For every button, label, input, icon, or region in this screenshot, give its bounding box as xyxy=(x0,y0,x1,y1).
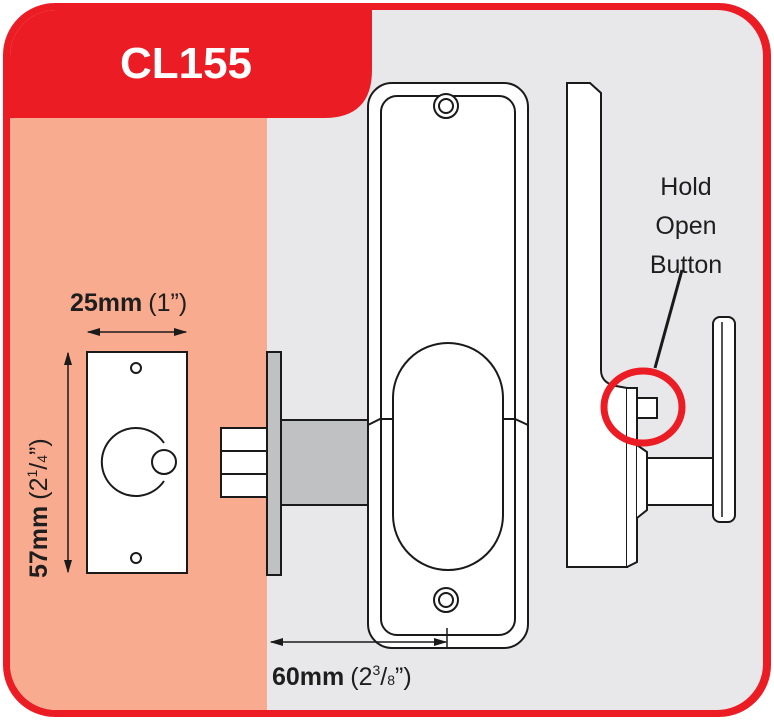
handle-stem xyxy=(646,457,715,506)
callout-line-1: Hold xyxy=(660,173,711,201)
hold-open-button xyxy=(636,397,658,419)
title-tab xyxy=(10,10,372,118)
rose-plate xyxy=(266,351,282,576)
width-label: 25mm(1”) xyxy=(70,289,187,317)
highlight-circle xyxy=(600,367,686,447)
lock-side-profile xyxy=(566,82,736,568)
latch xyxy=(220,427,268,498)
callout-line-2: Open xyxy=(655,212,716,240)
screw-hole-icon xyxy=(130,552,142,564)
height-label: 57mm(21/4”) xyxy=(24,438,53,578)
depth-label: 60mm(23/8”) xyxy=(272,662,412,691)
callout-line-3: Button xyxy=(650,251,722,279)
faceplate xyxy=(86,351,188,574)
lock-body xyxy=(367,82,529,649)
handle-knob xyxy=(712,316,736,523)
callout-leader xyxy=(653,269,684,369)
screw-hole-icon xyxy=(130,362,142,374)
spindle xyxy=(280,419,370,506)
push-button-oval xyxy=(392,342,504,571)
model-title: CL155 xyxy=(120,39,252,88)
